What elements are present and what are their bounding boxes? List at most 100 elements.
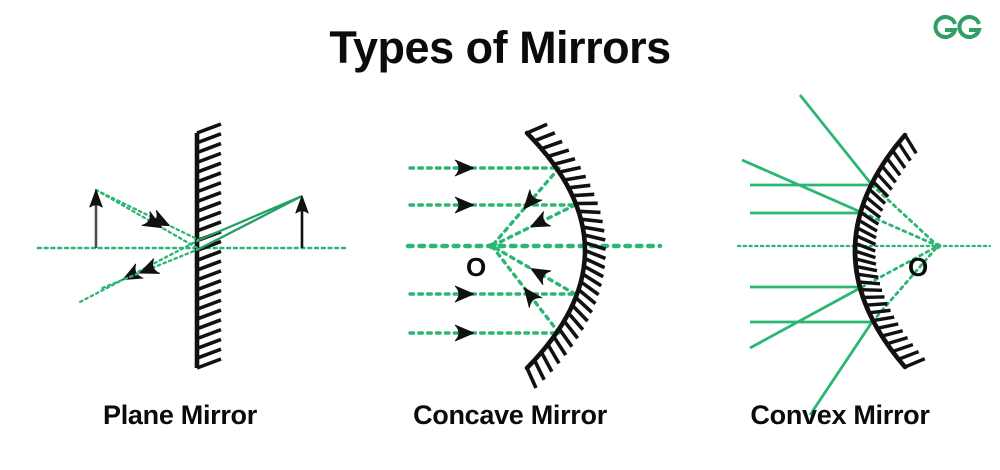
mirror-hatch (196, 200, 222, 214)
mirror-hatch (539, 351, 554, 373)
mirror-hatch (196, 181, 222, 194)
mirror-hatch (858, 280, 881, 286)
ray-arrowhead (454, 324, 475, 342)
mirror-hatch (196, 288, 222, 302)
reflected-ray (741, 158, 864, 215)
mirror-hatch (196, 151, 222, 165)
focal-point (935, 243, 941, 249)
mirror-hatch (865, 301, 888, 307)
mirror-hatch (574, 296, 594, 314)
mirror-hatch (196, 298, 222, 311)
reflected-ray (749, 285, 863, 350)
mirror-hatch (880, 164, 897, 184)
mirror-hatch (584, 240, 607, 251)
mirror-hatch (869, 308, 891, 315)
mirror-hatch (553, 157, 576, 167)
mirror-hatch (583, 256, 606, 270)
image-arrow-head (295, 195, 309, 214)
mirror-hatch (875, 172, 893, 191)
mirror-hatch (897, 141, 912, 162)
mirror-hatch (885, 157, 902, 177)
mirror-hatch (855, 233, 877, 246)
mirror-hatch (856, 272, 879, 279)
mirror-hatch (580, 217, 603, 224)
virtual-ray (861, 211, 940, 248)
ray-arrowhead (454, 196, 475, 214)
mirror-hatch (891, 149, 907, 169)
diagram-concave-mirror: O (405, 122, 663, 389)
mirror-hatch (533, 131, 556, 143)
mirror-hatch (196, 278, 222, 292)
mirror-hatch (557, 327, 574, 348)
mirror-hatch (552, 335, 568, 357)
mirror-hatch (196, 171, 222, 184)
virtual-ray (870, 183, 940, 248)
mirror-hatch (872, 315, 895, 323)
reflected-ray (76, 238, 201, 305)
mirror-hatch (196, 220, 222, 233)
ray-arrowhead (530, 211, 551, 228)
incident-ray (94, 188, 201, 251)
mirror-hatch (583, 264, 605, 279)
mirror-hatch (571, 304, 589, 323)
focal-point-label: O (466, 252, 486, 282)
mirror-hatch (196, 132, 222, 145)
geeksforgeeks-logo (933, 15, 982, 39)
mirror-hatch (582, 225, 605, 233)
mirror-hatch (856, 226, 877, 240)
mirror-hatch (196, 308, 222, 321)
mirror-hatch (196, 327, 222, 341)
mirror-hatch (581, 272, 603, 288)
focal-point (488, 242, 496, 250)
mirror-hatch (526, 122, 548, 135)
mirror-hatch (897, 349, 920, 361)
mirror-hatch (855, 264, 878, 273)
mirror-hatch (196, 141, 222, 155)
mirror-hatch (584, 248, 607, 261)
ray-arrowhead (122, 263, 144, 281)
mirror-hatch (577, 288, 597, 305)
mirror-hatch (572, 192, 595, 198)
mirror-hatch (871, 180, 890, 198)
mirror-hatch (196, 210, 222, 223)
mirror-hatch (547, 148, 570, 159)
ray-arrowhead (454, 159, 475, 177)
mirror-hatch (196, 249, 222, 262)
incident-ray (94, 188, 201, 242)
virtual-ray (198, 194, 303, 251)
virtual-ray (870, 244, 940, 324)
virtual-ray (198, 194, 303, 242)
ray-arrowhead (530, 268, 552, 285)
reflected-ray (798, 94, 874, 186)
mirror-hatch (876, 322, 899, 330)
mirror-hatch (579, 280, 600, 297)
mirror-hatch (854, 241, 876, 253)
mirror-hatch (578, 209, 601, 215)
mirror-hatch (196, 347, 222, 360)
virtual-ray (860, 244, 940, 289)
mirror-hatch (892, 342, 914, 354)
mirror-hatch (196, 259, 222, 272)
mirror-hatch (886, 335, 909, 346)
mirror-hatch (861, 203, 882, 219)
mirror-hatch (854, 257, 877, 266)
mirror-hatch (860, 287, 883, 293)
page-title: Types of Mirrors (329, 22, 671, 73)
ray-arrowhead (523, 189, 543, 210)
mirror-hatch (196, 318, 222, 331)
caption-convex-mirror: Convex Mirror (750, 400, 930, 430)
mirror-hatch (857, 218, 878, 233)
mirror-hatch (525, 367, 538, 389)
mirror-hatch (558, 165, 582, 174)
caption-plane-mirror: Plane Mirror (103, 400, 257, 430)
diagram-plane-mirror (36, 122, 350, 370)
mirror-hatch (540, 139, 563, 151)
ray-arrowhead (523, 287, 543, 308)
mirror-hatch (196, 190, 222, 204)
mirror-hatch (868, 187, 887, 205)
mirror-hatch (904, 357, 926, 369)
mirror-hatch (903, 134, 918, 155)
ray-arrowhead (454, 285, 475, 303)
mirror-hatch (854, 249, 876, 260)
